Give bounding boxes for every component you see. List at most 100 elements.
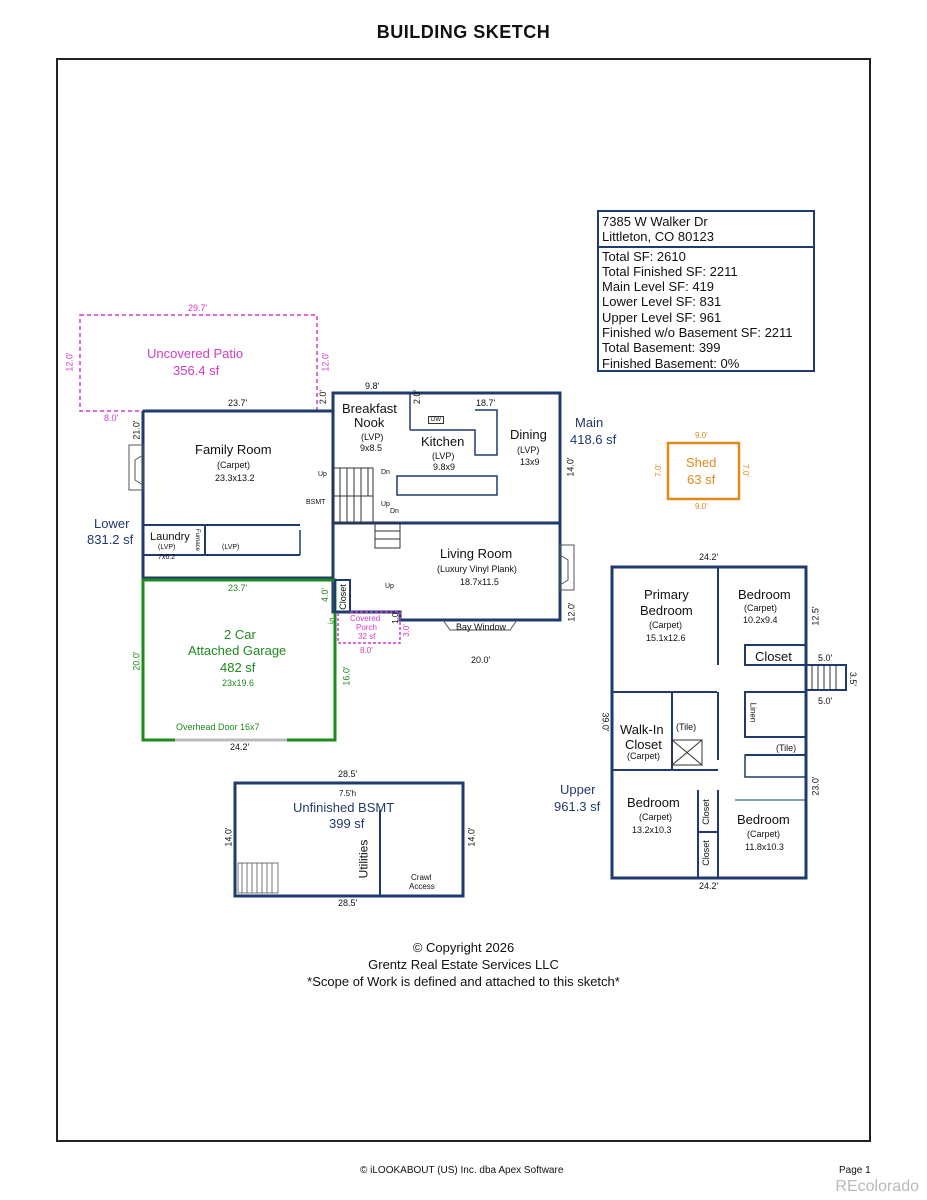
bed-se-size: 11.8x10.3 — [745, 842, 784, 852]
breakfast-floor: (LVP) — [361, 432, 384, 442]
stat-finished-basement: Finished Basement: 0% — [602, 355, 740, 371]
porch-name-1: Covered — [350, 614, 381, 623]
bay-window-label: Bay Window — [456, 622, 507, 632]
basement-outline — [233, 781, 465, 898]
dim-bsmt-bottom: 28.5' — [338, 898, 358, 908]
main-closet-label: Closet — [337, 584, 348, 610]
linen-label: Linen — [748, 702, 758, 723]
tile-label-1: (Tile) — [676, 722, 697, 732]
stair-dn-2: Dn — [390, 508, 399, 515]
breakfast-size: 9x8.5 — [360, 443, 383, 453]
dining-name: Dining — [510, 427, 547, 442]
shed-dim-top: 9.0' — [695, 431, 708, 440]
upper-level-name: Upper — [560, 782, 596, 797]
lower-level-name: Lower — [94, 516, 130, 531]
fireplaces — [128, 444, 575, 631]
main-closet-outline — [334, 579, 351, 613]
company-line: Grentz Real Estate Services LLC — [368, 957, 559, 972]
dim-garage-top: 23.7' — [228, 583, 248, 593]
shed-area: 63 sf — [687, 472, 716, 487]
garage-name-1: 2 Car — [224, 627, 256, 642]
dim-porch-05: .5' — [327, 617, 336, 626]
lower-level-area: 831.2 sf — [87, 532, 134, 547]
bsmt-area: 399 sf — [329, 816, 365, 831]
dim-upper-bottom: 24.2' — [699, 881, 719, 891]
scope-line: *Scope of Work is defined and attached t… — [307, 974, 620, 989]
stair-up-3: Up — [385, 583, 394, 590]
dining-size: 13x9 — [520, 457, 540, 467]
garage-size: 23x19.6 — [222, 678, 255, 688]
bsmt-height: 7.5'h — [339, 789, 357, 798]
primary-floor: (Carpet) — [649, 620, 683, 630]
dim-garage-bottom: 24.2' — [230, 742, 250, 752]
dim-living-bottom: 20.0' — [471, 655, 491, 665]
main-level-name: Main — [575, 415, 604, 430]
dim-bsmt-top: 28.5' — [338, 769, 358, 779]
software-credit: © iLOOKABOUT (US) Inc. dba Apex Software — [360, 1165, 564, 1176]
laundry-lvp-2: (LVP) — [222, 544, 240, 551]
dim-main-right: 14.0' — [565, 457, 576, 477]
family-name: Family Room — [195, 442, 272, 457]
dishwasher-label: DW — [428, 416, 444, 424]
shed-dim-left: 7.0' — [653, 464, 663, 477]
sketch-frame — [56, 58, 871, 1142]
stat-lower-level: Lower Level SF: 831 — [602, 294, 722, 310]
bed-sw-name: Bedroom — [627, 795, 680, 810]
patio-name: Uncovered Patio — [147, 346, 244, 361]
walkin-name-1: Walk-In — [620, 722, 664, 737]
living-floor: (Luxury Vinyl Plank) — [437, 564, 517, 574]
dim-main-2a: 2.0' — [318, 389, 329, 405]
dim-garage-left: 20.0' — [131, 651, 142, 671]
bed-sw-size: 13.2x10.3 — [632, 825, 672, 835]
stair-bsmt: BSMT — [306, 499, 326, 506]
bed-ne-name: Bedroom — [738, 587, 791, 602]
living-size: 18.7x11.5 — [460, 577, 499, 587]
stat-total-sf: Total SF: 2610 — [602, 248, 686, 264]
dim-family-left: 21.0' — [131, 420, 142, 440]
shed-outline — [666, 441, 741, 501]
crawl-label-1: Crawl — [411, 873, 432, 882]
stats-block: Total SF: 2610 Total Finished SF: 2211 M… — [599, 248, 813, 372]
closet-b-label: Closet — [700, 840, 711, 866]
family-floor: (Carpet) — [217, 460, 251, 470]
utilities-label: Utilities — [356, 839, 371, 879]
dim-bsmt-left: 14.0' — [223, 827, 234, 847]
patio-dim-top: 29.7' — [188, 303, 208, 313]
kitchen-floor: (LVP) — [432, 451, 455, 461]
dim-main-top-left: 9.8' — [365, 381, 380, 391]
stat-finished-wo-bsmt: Finished w/o Basement SF: 2211 — [602, 325, 793, 341]
walkin-name-2: Closet — [625, 737, 662, 752]
page-title: BUILDING SKETCH — [376, 22, 551, 42]
bed-sw-floor: (Carpet) — [639, 812, 673, 822]
patio-dim-bottom: 8.0' — [104, 413, 119, 423]
bed-se-floor: (Carpet) — [747, 829, 781, 839]
bed-ne-size: 10.2x9.4 — [743, 615, 778, 625]
upper-stairs — [671, 665, 837, 766]
dim-closet-40: 4.0' — [320, 587, 331, 603]
address-block: 7385 W Walker Dr Littleton, CO 80123 — [599, 212, 813, 248]
main-level-area: 418.6 sf — [570, 432, 617, 447]
copyright-line: © Copyright 2026 — [412, 940, 515, 955]
stairs-main — [332, 467, 401, 549]
porch-area: 32 sf — [358, 632, 376, 641]
dim-upper-right-a: 12.5' — [810, 606, 821, 626]
dim-upper-left: 39.0' — [600, 712, 611, 732]
dim-porch-80: 8.0' — [360, 646, 373, 655]
porch-outline — [337, 611, 401, 644]
laundry-size: 7x6.2 — [158, 554, 176, 561]
garage-area: 482 sf — [220, 660, 256, 675]
shed-dim-bottom: 9.0' — [695, 502, 708, 511]
basement-stairs — [237, 862, 279, 894]
shed-dim-right: 7.0' — [740, 464, 750, 477]
dim-upper-top: 24.2' — [699, 552, 719, 562]
primary-size: 15.1x12.6 — [646, 633, 686, 643]
garage-name-2: Attached Garage — [188, 643, 287, 658]
kitchen-name: Kitchen — [421, 434, 465, 449]
dim-main-2b: 2.0' — [412, 389, 423, 405]
page-number: Page 1 — [839, 1165, 871, 1176]
upper-level-area: 961.3 sf — [554, 799, 601, 814]
stat-total-finished: Total Finished SF: 2211 — [602, 263, 738, 279]
dim-garage-right: 16.0' — [341, 666, 352, 686]
living-name: Living Room — [440, 546, 513, 561]
